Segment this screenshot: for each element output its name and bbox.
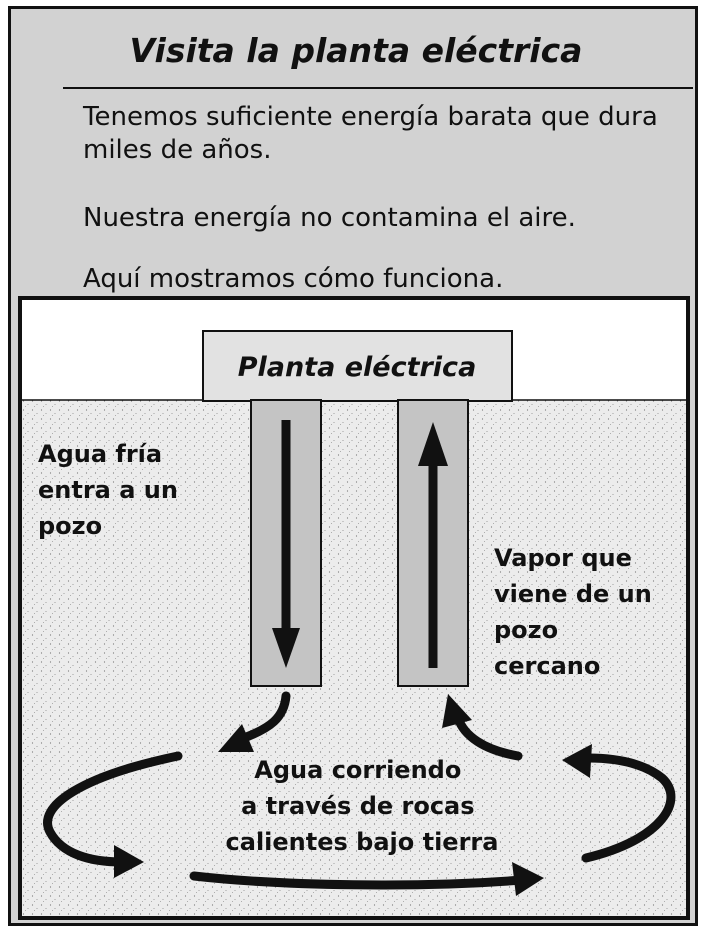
curve-arrowhead-right-well xyxy=(442,694,472,728)
paragraph-air: Nuestra energía no contamina el aire. xyxy=(83,203,576,233)
ground-area xyxy=(22,400,686,916)
poster-title: Visita la planta eléctrica xyxy=(129,31,583,70)
cold-water-line-1: Agua fría xyxy=(38,440,162,468)
curve-arrowhead-left-loop xyxy=(114,845,144,878)
diagram-svg: Planta eléctrica Agua fría entra a un po… xyxy=(22,330,686,916)
hot-rocks-label: Agua corriendo a través de rocas calient… xyxy=(226,756,499,856)
steam-line-1: Vapor que xyxy=(494,544,632,572)
paragraph-how: Aquí mostramos cómo funciona. xyxy=(83,264,504,294)
hot-rocks-line-1: Agua corriendo xyxy=(254,756,461,784)
cold-water-label: Agua fría entra a un pozo xyxy=(38,440,186,540)
steam-line-3: pozo xyxy=(494,616,558,644)
plant-label: Planta eléctrica xyxy=(238,352,477,383)
curve-arrow-left-loop xyxy=(43,751,183,867)
curve-arrow-right-loop xyxy=(581,753,676,863)
down-arrow xyxy=(272,420,300,668)
paragraph-energy: Tenemos suficiente energía barata que du… xyxy=(83,102,658,165)
geothermal-diagram: Planta eléctrica Agua fría entra a un po… xyxy=(18,296,690,920)
cold-water-line-3: pozo xyxy=(38,512,102,540)
steam-line-4: cercano xyxy=(494,652,600,680)
circulation-arrows xyxy=(43,691,676,896)
up-arrow xyxy=(418,422,448,668)
cold-water-line-2: entra a un xyxy=(38,476,178,504)
curve-arrowhead-left-well xyxy=(218,724,254,752)
bottom-arrowhead xyxy=(512,862,544,896)
curve-arrow-from-left-well xyxy=(239,691,291,743)
hot-rocks-line-3: calientes bajo tierra xyxy=(226,828,499,856)
curve-arrowhead-right-loop xyxy=(562,744,592,778)
steam-line-2: viene de un xyxy=(494,580,652,608)
bottom-arrow xyxy=(189,871,527,890)
title-divider xyxy=(63,87,693,89)
plant-building xyxy=(202,330,513,402)
steam-label: Vapor que viene de un pozo cercano xyxy=(494,544,660,680)
hot-rocks-line-2: a través de rocas xyxy=(241,792,474,820)
